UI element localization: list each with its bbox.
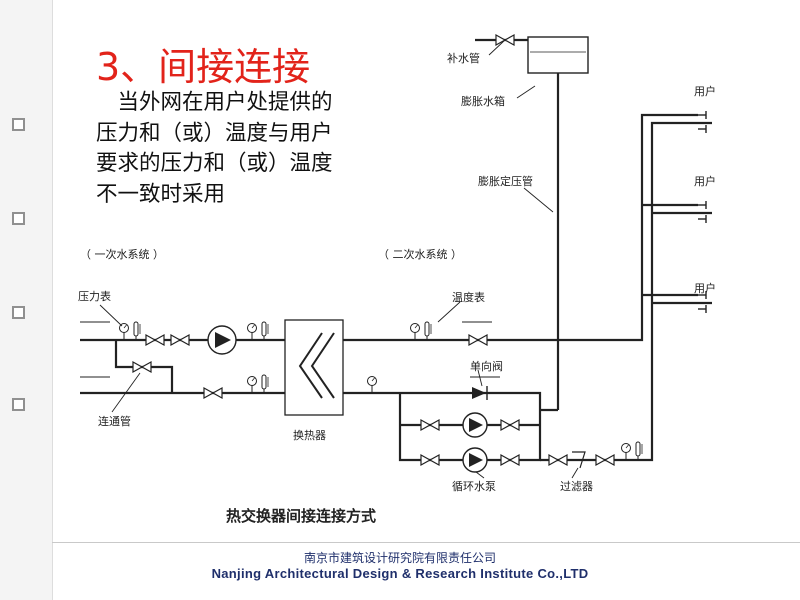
user-label: 用户	[694, 281, 716, 295]
pressure-gauge-icon	[247, 323, 257, 341]
makeup-pipe-label: 补水管	[447, 51, 480, 65]
left-decor-bar	[0, 0, 53, 600]
thermometer-icon	[133, 321, 141, 341]
gate-valve-icon	[468, 334, 488, 346]
thermometer-icon	[261, 374, 269, 394]
circulation-pump-icon	[462, 447, 488, 473]
gate-valve-icon	[420, 419, 440, 431]
user-label: 用户	[694, 84, 716, 98]
expansion-tank-label: 膨胀水箱	[461, 94, 505, 108]
bypass-pipe-label: 连通管	[98, 414, 131, 428]
pressure-gauge-icon	[119, 323, 129, 341]
check-valve-icon	[472, 386, 488, 400]
bullet-square-icon	[12, 118, 25, 131]
gate-valve-icon	[500, 454, 520, 466]
pressure-gauge-icon	[621, 443, 631, 461]
thermometer-icon	[635, 441, 643, 461]
circulation-pump-label: 循环水泵	[452, 480, 496, 493]
footer-company-en: Nanjing Architectural Design & Research …	[211, 566, 589, 581]
thermometer-icon	[424, 321, 432, 341]
gate-valve-icon	[420, 454, 440, 466]
circulation-pump-icon	[462, 412, 488, 438]
expansion-tank	[527, 36, 589, 410]
gate-valve-icon	[145, 334, 165, 346]
bypass-valve-icon	[132, 361, 152, 373]
secondary-system-label: （ 二次水系统 ）	[378, 247, 462, 261]
primary-pump-icon	[207, 325, 237, 355]
gate-valve-icon	[595, 454, 615, 466]
heat-exchanger	[284, 319, 344, 416]
thermometer-icon	[261, 321, 269, 341]
footer-company-cn: 南京市建筑设计研究院有限责任公司	[303, 551, 496, 565]
footer-divider	[52, 542, 800, 543]
primary-system-label: （ 一次水系统 ）	[80, 247, 164, 261]
bullet-square-icon	[12, 306, 25, 319]
pressure-gauge-icon	[247, 376, 257, 394]
gate-valve-icon	[548, 454, 568, 466]
bullet-square-icon	[12, 398, 25, 411]
gate-valve-icon	[500, 419, 520, 431]
thermometer-label: 温度表	[452, 290, 485, 304]
slide-title: 3、间接连接	[96, 45, 311, 89]
diagram-caption: 热交换器间接连接方式	[226, 507, 376, 525]
check-valve-label: 单向阀	[470, 359, 503, 373]
heat-exchanger-label: 换热器	[293, 428, 326, 442]
pressure-gauge-icon	[410, 323, 420, 341]
expansion-pressure-pipe-label: 膨胀定压管	[478, 174, 533, 188]
filter-label: 过滤器	[560, 480, 593, 493]
slide-body-text: 当外网在用户处提供的压力和（或）温度与用户要求的压力和（或）温度不一致时采用	[96, 90, 333, 207]
user-label: 用户	[694, 174, 716, 188]
pressure-gauge-label: 压力表	[78, 289, 111, 303]
bullet-square-icon	[12, 212, 25, 225]
gate-valve-icon	[170, 334, 190, 346]
leader-lines	[99, 39, 579, 479]
gate-valve-icon	[203, 387, 223, 399]
filter-icon	[572, 451, 586, 469]
pressure-gauge-icon	[367, 376, 377, 394]
